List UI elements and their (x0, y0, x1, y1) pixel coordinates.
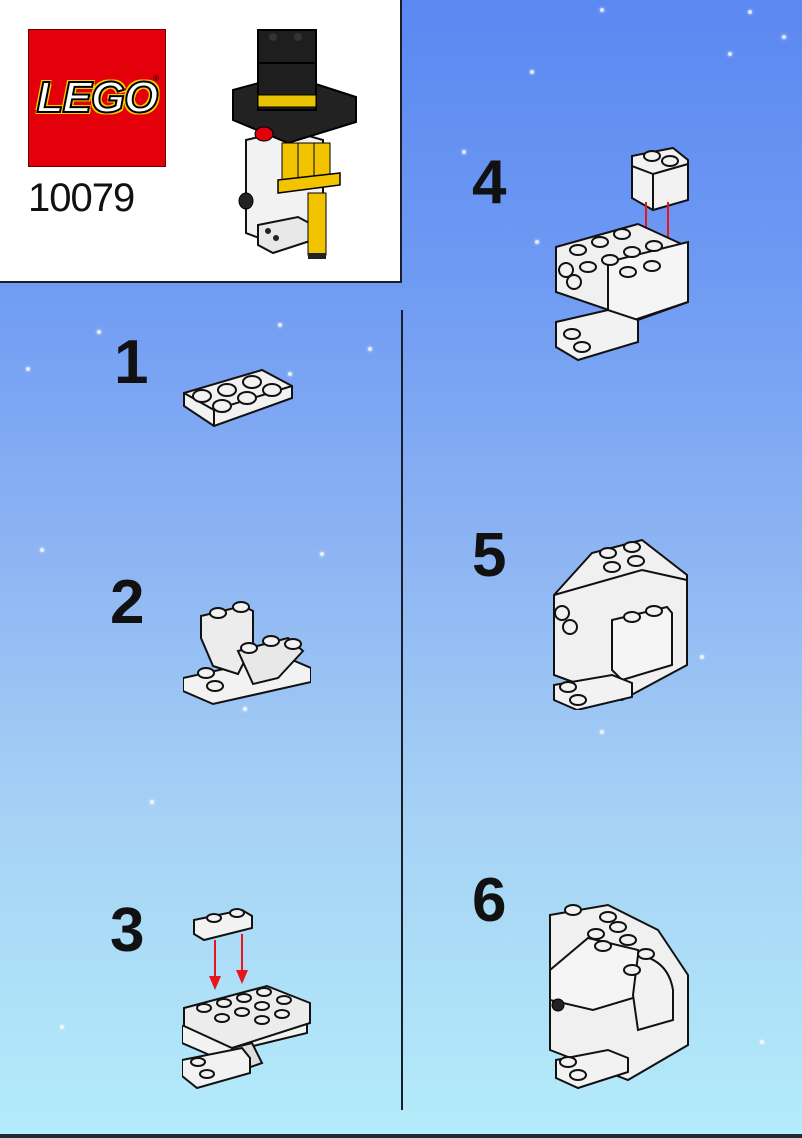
snowflake-decoration (530, 70, 534, 74)
registered-mark: ® (153, 74, 159, 83)
lego-logo: LEGO ® (28, 29, 166, 167)
snowflake-decoration (26, 367, 30, 371)
step-number-1: 1 (114, 328, 149, 397)
snowflake-decoration (278, 323, 282, 327)
snowflake-decoration (760, 1040, 764, 1044)
snowflake-decoration (700, 655, 704, 659)
step-5-model-image (552, 535, 692, 710)
snowflake-decoration (60, 1025, 64, 1029)
snowflake-decoration (320, 552, 324, 556)
snowman-model-image (228, 25, 358, 265)
step-4-model-image (548, 142, 698, 367)
snowflake-decoration (243, 707, 247, 711)
step-6-model-image (548, 900, 693, 1090)
page-bottom-edge (0, 1134, 802, 1138)
snowflake-decoration (97, 330, 101, 334)
step-number-3: 3 (110, 896, 145, 965)
step-number-2: 2 (110, 568, 145, 637)
snowflake-decoration (535, 240, 539, 244)
step-2-model-image (183, 596, 311, 706)
snowflake-decoration (782, 35, 786, 39)
snowflake-decoration (728, 52, 732, 56)
column-divider (401, 310, 403, 1110)
cover-panel: LEGO ® 10079 (0, 0, 402, 283)
snowflake-decoration (748, 10, 752, 14)
step-number-6: 6 (472, 866, 507, 935)
set-number: 10079 (28, 176, 135, 220)
snowflake-decoration (600, 8, 604, 12)
snowflake-decoration (368, 347, 372, 351)
snowflake-decoration (150, 800, 154, 804)
logo-text: LEGO (36, 72, 160, 123)
step-number-5: 5 (472, 521, 507, 590)
snowflake-decoration (462, 150, 466, 154)
step-number-4: 4 (472, 148, 507, 217)
snowflake-decoration (288, 372, 292, 376)
snowflake-decoration (600, 730, 604, 734)
step-1-model-image (182, 368, 297, 434)
snowflake-decoration (40, 548, 44, 552)
step-3-model-image (182, 908, 322, 1090)
